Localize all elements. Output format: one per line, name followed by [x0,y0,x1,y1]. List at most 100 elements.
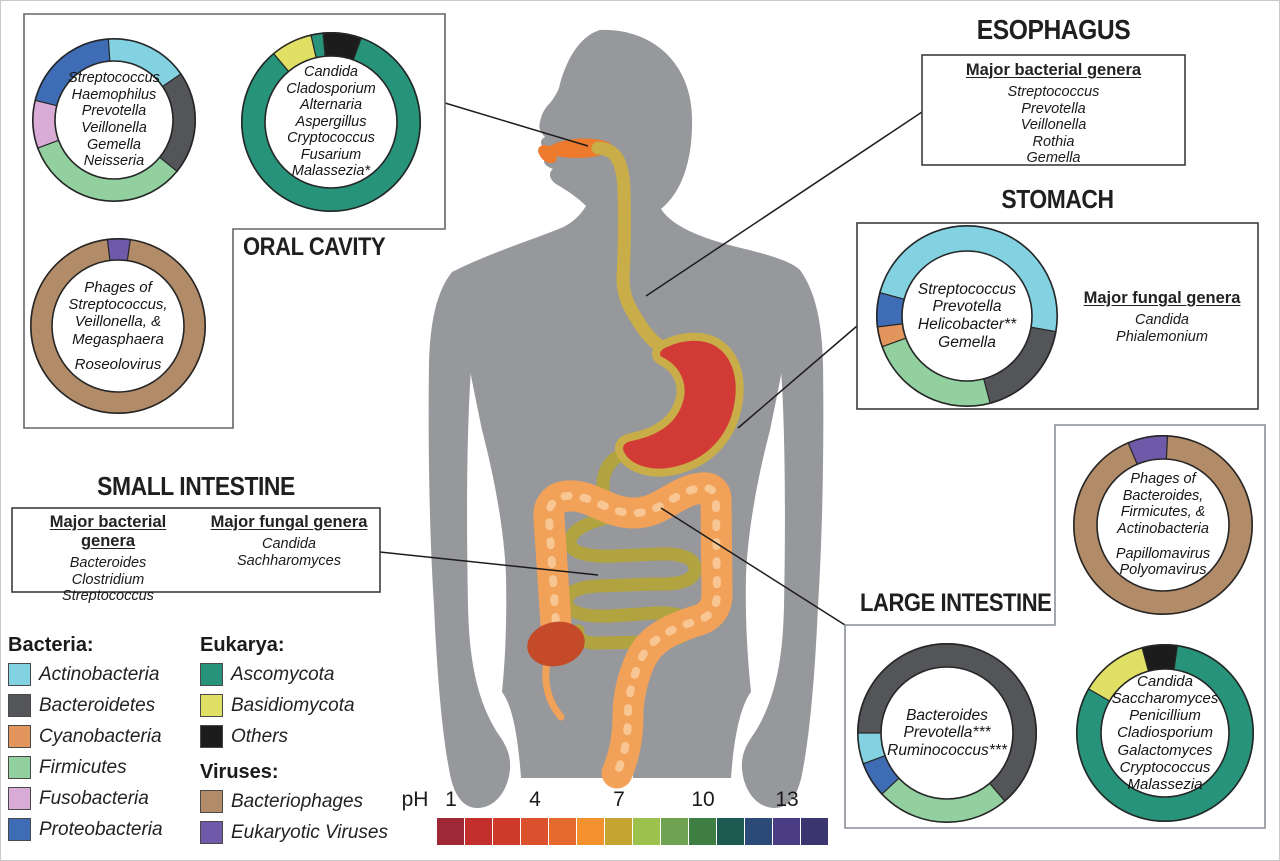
segment-bacteroidetes [159,73,196,172]
donut-outline [32,38,196,202]
ph-color-square [493,818,520,845]
segment-divider [983,378,991,405]
list-item: Streptococcus [62,588,154,604]
donut-outline [1100,668,1230,798]
donut-center-label: Malassezia* [291,163,371,180]
segment-firmicutes [37,139,178,202]
ph-color-square [773,818,800,845]
donut-center-label: Phages of [1130,471,1196,488]
segment-divider [310,34,317,58]
segment-proteobacteria [862,755,900,795]
legend-swatch [8,756,31,779]
segment-divider [1030,326,1057,333]
list-item: Streptococcus [1007,84,1100,100]
legend-label: Bacteroidetes [39,694,156,716]
segment-divider [322,32,326,57]
cecum-organ [527,621,585,667]
esophagus-organ [591,141,677,359]
connector-line-large-intestine [660,507,846,626]
list-item: Bacteroides [69,555,147,571]
legend-item: Firmicutes [8,756,163,779]
segment-ascomycota [1076,644,1254,822]
donut-center-label: Neisseria [83,153,145,170]
ph-color-square [577,818,604,845]
legend-item: Proteobacteria [8,818,163,841]
donut-center-label: Alternaria [299,97,363,114]
donut-center-label: Gemella [938,333,996,351]
list-item: Gemella [1026,150,1081,166]
legend-label: Actinobacteria [39,663,160,685]
segment-firmicutes [881,777,1006,823]
legend-item: Others [200,725,388,748]
donut-outline [30,238,206,414]
stomach-organ [615,332,744,477]
ph-color-square [689,818,716,845]
donut-center-label: Streptococcus, [68,296,168,314]
connector-line-small-intestine [379,551,599,576]
legend-label: Basidiomycota [231,694,355,716]
segment-cyanobacteria [876,323,907,348]
legend-label: Cyanobacteria [39,725,162,747]
segment-actinobacteria [857,732,886,765]
segment-actinobacteria [108,38,182,87]
segment-bacteriophages [1073,435,1253,615]
stomach-bacteria-chart [876,225,1058,407]
ph-color-square [605,818,632,845]
segment-divider [1173,644,1179,670]
segment-divider [880,777,900,796]
donut-center-label: Firmicutes, & [1120,504,1206,521]
ph-tick-label: 1 [445,788,457,811]
donut-center-label: Helicobacter** [917,316,1017,333]
segment-divider [1165,435,1169,460]
donut-center-label: Cryptococcus [287,130,375,147]
segment-actinobacteria [879,225,1058,332]
donut-center-label: Veillonella, & [74,313,162,331]
ph-color-square [521,818,548,845]
donut-center-label: Streptococcus [68,70,160,87]
appendix-organ [542,659,565,721]
ph-color-square [437,818,464,845]
lips-organ [538,145,557,164]
large-intestine-title: LARGE INTESTINE [860,589,1052,617]
segment-divider [1087,687,1110,702]
ph-color-square [717,818,744,845]
segment-divider [862,755,886,765]
legend-swatch [8,725,31,748]
donut-center-label: Candida [1137,673,1193,691]
ph-tick-label: 13 [775,788,799,811]
legend-label: Ascomycota [231,663,335,685]
legend-item: Actinobacteria [8,663,163,686]
oral-fungi-chart [241,32,421,212]
stomach-fungal-heading: Major fungal genera [1083,289,1241,307]
segment-firmicutes [881,337,991,407]
list-item: Candida [1134,312,1189,328]
legend-label: Firmicutes [39,756,127,778]
li-viruses-chart [1073,435,1253,615]
donut-center-label: Phages of [84,279,152,297]
legend-swatch [200,663,223,686]
oral-viruses-chart [30,238,206,414]
segment-eukaryotic-viruses [1127,435,1168,465]
legend-swatch [8,818,31,841]
segment-divider [1127,441,1138,465]
segment-bacteroidetes [857,643,1037,802]
donut-center-label: Bacteroides [906,706,988,724]
text-spacer [56,348,180,356]
legend-label: Fusobacteria [39,787,149,809]
legend-label: Bacteriophages [231,790,364,812]
segment-others [323,32,362,61]
connector-line-stomach [737,325,858,429]
segment-divider [36,139,59,149]
ph-tick-label: 10 [691,788,715,811]
segment-basidiomycota [1087,647,1149,702]
